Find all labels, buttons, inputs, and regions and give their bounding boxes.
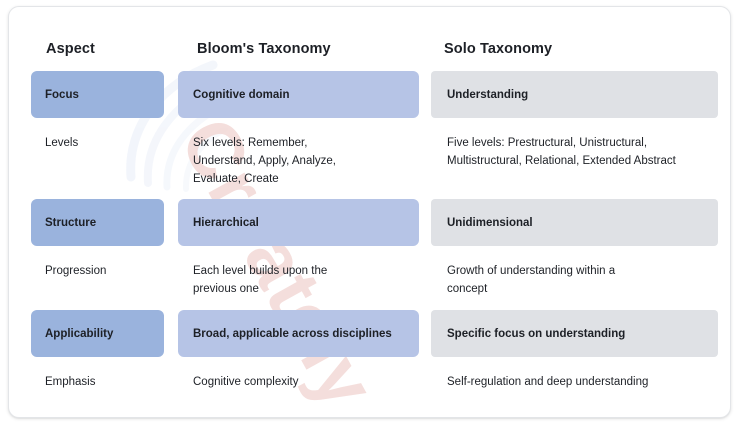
table-row: Growth of understanding within a concept [431, 262, 718, 306]
cell-solo: Unidimensional [447, 216, 533, 229]
cell-aspect: Levels [45, 137, 79, 149]
table-row: Hierarchical [178, 199, 419, 246]
cell-solo: Self-regulation and deep understanding [447, 376, 649, 388]
comparison-table-card: Creately Aspect Bloom's Taxonomy Solo Ta… [8, 6, 731, 418]
cell-bloom: Cognitive domain [193, 88, 290, 101]
table-row: Cognitive domain [178, 71, 419, 118]
cell-bloom: Each level builds upon the previous one [193, 265, 328, 295]
table-row: Levels [31, 134, 164, 194]
table-row: Six levels: Remember, Understand, Apply,… [178, 134, 419, 194]
cell-bloom: Broad, applicable across disciplines [193, 327, 392, 340]
column-header-solo: Solo Taxonomy [444, 41, 553, 57]
table-row: Progression [31, 262, 164, 306]
table-row: Cognitive complexity [178, 373, 419, 397]
table-row: Emphasis [31, 373, 164, 397]
cell-bloom: Cognitive complexity [193, 376, 299, 388]
cell-aspect: Emphasis [45, 376, 96, 388]
cell-aspect: Applicability [45, 327, 114, 340]
table-row: Unidimensional [431, 199, 718, 246]
cell-solo: Understanding [447, 88, 529, 101]
table-row: Understanding [431, 71, 718, 118]
cell-aspect: Focus [45, 88, 79, 101]
cell-solo: Five levels: Prestructural, Unistructura… [447, 137, 676, 167]
cell-bloom: Hierarchical [193, 216, 259, 229]
table-row: Focus [31, 71, 164, 118]
table-row: Each level builds upon the previous one [178, 262, 419, 306]
table-row: Applicability [31, 310, 164, 357]
cell-bloom: Six levels: Remember, Understand, Apply,… [193, 137, 336, 185]
table-header-row: Aspect Bloom's Taxonomy Solo Taxonomy [9, 41, 730, 69]
table-row: Self-regulation and deep understanding [431, 373, 718, 397]
cell-aspect: Structure [45, 216, 97, 229]
comparison-table: Aspect Bloom's Taxonomy Solo Taxonomy Fo… [9, 7, 730, 417]
table-row: Specific focus on understanding [431, 310, 718, 357]
cell-aspect: Progression [45, 265, 107, 277]
cell-solo: Growth of understanding within a concept [447, 265, 616, 295]
column-header-bloom: Bloom's Taxonomy [197, 41, 331, 57]
table-row: Broad, applicable across disciplines [178, 310, 419, 357]
column-header-aspect: Aspect [46, 41, 95, 57]
table-row: Five levels: Prestructural, Unistructura… [431, 134, 718, 194]
cell-solo: Specific focus on understanding [447, 327, 626, 340]
table-row: Structure [31, 199, 164, 246]
